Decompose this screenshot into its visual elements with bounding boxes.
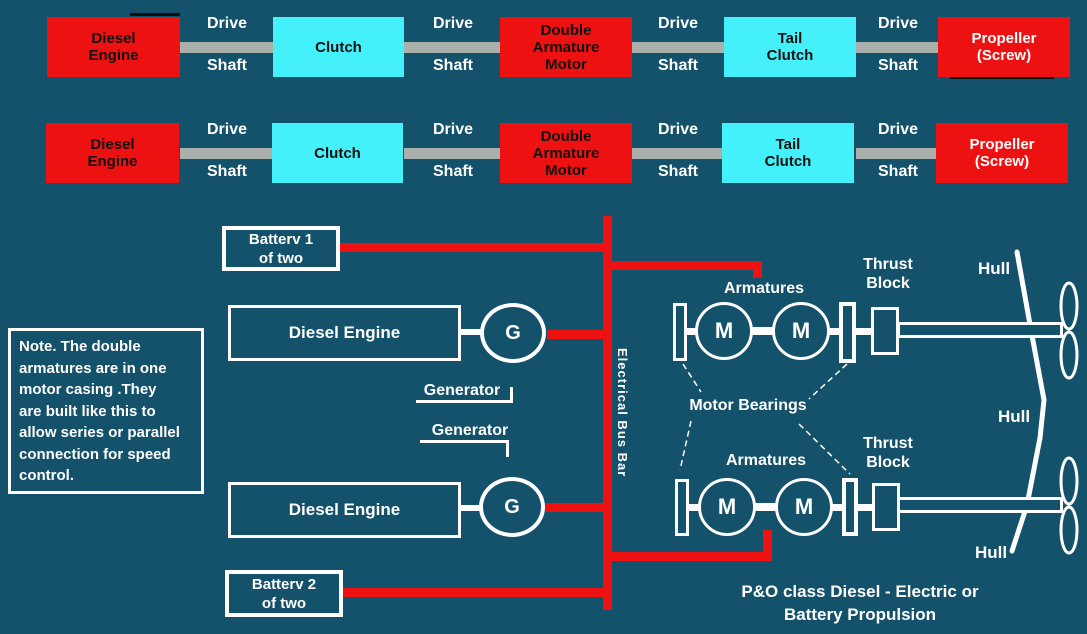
motor-bearing [675,479,689,536]
thrust-block-shape [871,307,899,355]
drive-shaft-bar [856,148,938,159]
artifact-line-propeller [950,76,1054,79]
drive-shaft-bar [180,148,273,159]
assembly-link [856,328,872,335]
shaft-label: Shaft [433,163,473,180]
drive-label: Drive [877,15,919,32]
assembly-link [754,503,776,511]
shaft-label: Shaft [658,57,698,74]
engine-generator-link [461,505,481,511]
motor-bearing-leader-line [798,423,851,475]
drive-shaft-bar [404,148,500,159]
lower-motor-feed-hook [763,530,772,561]
electrical-bus-bar [603,216,612,610]
propeller-shaft [897,322,1063,338]
armatures-label: Armatures [725,452,807,469]
shaft-label: Shaft [433,57,473,74]
armature-motor-circle: M [698,478,756,536]
assembly-link [858,504,872,511]
note-box: Note. The double armatures are in one mo… [8,328,204,494]
armature-motor-circle: M [775,478,833,536]
drive-label: Drive [657,15,699,32]
assembly-link [689,504,699,511]
drive-label: Drive [206,121,248,138]
bus-bar-label: Electrical Bus Bar [615,348,630,478]
assembly-link [831,504,843,511]
thrust-block-shape [872,483,900,531]
generator1-circle: G [480,303,546,363]
propeller-shaft [897,497,1063,513]
propeller-block: Propeller (Screw) [938,17,1070,77]
engine-generator-link [461,329,481,335]
double-armature-motor-block: Double Armature Motor [500,123,632,183]
diesel-engine-box: Diesel Engine [228,482,461,538]
diagram-caption: P&O class Diesel - Electric or Battery P… [741,582,979,624]
generator-label: Generator [431,422,509,439]
drive-shaft-bar [404,42,500,53]
diesel-engine-block: Diesel Engine [47,17,180,77]
propeller-blade [1059,330,1079,380]
propeller-blade [1059,456,1079,506]
generator-label-tick [506,440,509,457]
hull-label: Hull [977,259,1011,278]
generator-label-underline [420,440,509,443]
armature-motor-circle: M [772,302,830,360]
motor-bearing-leader-line [808,363,848,400]
assembly-link [687,328,697,335]
drive-shaft-bar [180,42,273,53]
drive-label: Drive [877,121,919,138]
diesel-engine-box: Diesel Engine [228,305,461,361]
tail-clutch-block: Tail Clutch [722,123,854,183]
tail-clutch-block: Tail Clutch [724,17,856,77]
shaft-label: Shaft [207,57,247,74]
battery2-wire [342,588,603,597]
generator-label-tick [510,387,513,402]
generator2-wire [545,503,603,512]
battery1-box: Batterv 1 of two [222,226,340,271]
armatures-label: Armatures [723,280,805,297]
battery2-box: Batterv 2 of two [225,570,343,617]
motor-bearing [839,302,856,363]
shaft-label: Shaft [658,163,698,180]
drive-label: Drive [432,15,474,32]
drive-shaft-bar [632,42,724,53]
thrust-block-label: Thrust Block [863,256,913,292]
upper-motor-feed-hook [753,261,762,278]
battery1-wire [337,243,603,252]
motor-bearing-leader-line [679,420,692,471]
double-armature-motor-block: Double Armature Motor [500,17,632,77]
drive-shaft-bar [856,42,938,53]
armature-motor-circle: M [695,302,753,360]
motor-bearing [673,303,687,361]
drive-label: Drive [432,121,474,138]
thrust-block-label: Thrust Block [863,435,913,471]
motor-bearings-label: Motor Bearings [689,397,807,414]
lower-motor-feed-wire [612,552,772,561]
generator-label: Generator [423,382,501,399]
motor-bearing [842,478,858,536]
diesel-engine-block: Diesel Engine [46,123,179,183]
clutch-block: Clutch [273,17,404,77]
shaft-label: Shaft [878,57,918,74]
generator2-circle: G [479,477,545,537]
assembly-link [751,327,773,335]
motor-bearing-leader-line [682,363,702,393]
upper-motor-feed-wire [612,261,762,270]
drive-label: Drive [206,15,248,32]
propeller-blade [1059,505,1079,555]
assembly-link [828,328,840,335]
propeller-blade [1059,281,1079,331]
shaft-label: Shaft [878,163,918,180]
drive-label: Drive [657,121,699,138]
generator-label-underline [416,400,513,403]
drive-shaft-bar [632,148,724,159]
propeller-block: Propeller (Screw) [936,123,1068,183]
hull-label: Hull [974,543,1008,562]
artifact-line-top [130,13,180,16]
generator1-wire [547,330,603,339]
clutch-block: Clutch [272,123,403,183]
shaft-label: Shaft [207,163,247,180]
hull-label: Hull [997,407,1031,426]
